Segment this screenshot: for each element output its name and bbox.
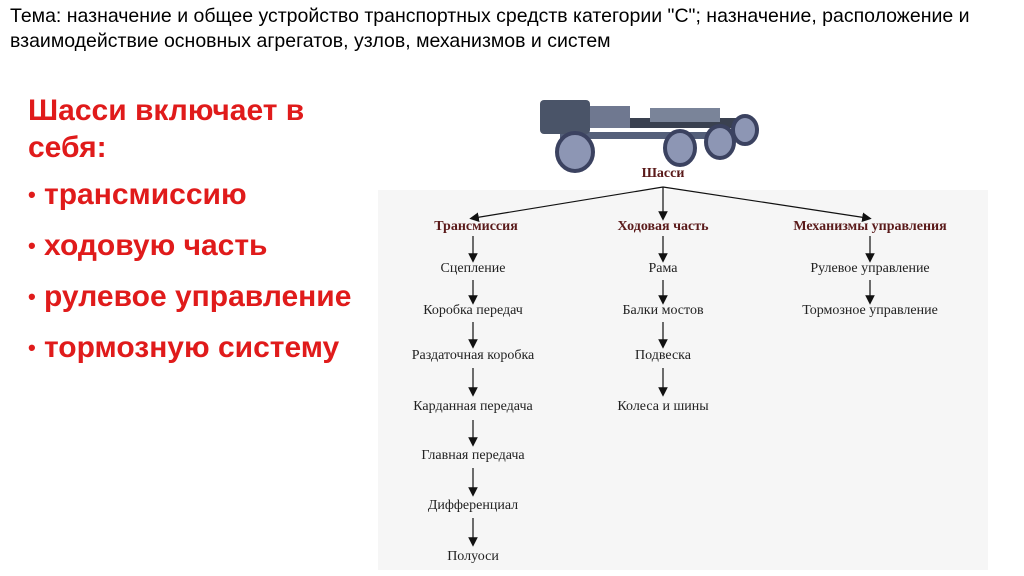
diagram-background [378, 190, 988, 570]
running-gear-item: Колеса и шины [617, 399, 709, 414]
bullet-item: • рулевое управление [28, 278, 358, 315]
branch-transmission: Трансмиссия [434, 219, 518, 234]
bullet-text: трансмиссию [44, 178, 247, 211]
diagram-root-chassis: Шасси [641, 166, 685, 181]
bullet-icon: • [28, 233, 36, 258]
bullet-icon: • [28, 182, 36, 207]
control-mechanism-item: Тормозное управление [802, 303, 938, 318]
bullet-item: • трансмиссию [28, 176, 358, 213]
transmission-item: Полуоси [447, 549, 499, 564]
bullet-icon: • [28, 284, 36, 309]
branch-running-gear: Ходовая часть [617, 219, 709, 234]
bullet-item: • ходовую часть [28, 227, 358, 264]
slide-title: Тема: назначение и общее устройство тран… [10, 5, 970, 52]
transmission-item: Карданная передача [413, 399, 533, 414]
running-gear-item: Подвеска [635, 348, 691, 363]
running-gear-item: Рама [648, 261, 678, 276]
bullet-text: ходовую часть [44, 229, 268, 262]
bullet-icon: • [28, 335, 36, 360]
transmission-item: Коробка передач [423, 303, 523, 318]
chassis-bullet-list: • трансмиссию • ходовую часть • рулевое упр… [28, 176, 358, 366]
bullet-item: • тормозную систему [28, 329, 358, 366]
branch-control-mechanisms: Механизмы управления [793, 219, 947, 234]
transmission-item: Дифференциал [427, 498, 519, 513]
running-gear-item: Балки мостов [622, 303, 704, 318]
transmission-item: Сцепление [440, 261, 506, 276]
transmission-item: Главная передача [421, 448, 525, 463]
truck-chassis-image [540, 100, 759, 173]
control-mechanism-item: Рулевое управление [810, 261, 930, 276]
chassis-intro: Шасси включает в себя: [28, 94, 305, 164]
chassis-summary: Шасси включает в себя: • трансмиссию • ход… [28, 92, 358, 380]
bullet-text: тормозную систему [44, 331, 340, 364]
transmission-item: Раздаточная коробка [411, 348, 535, 363]
bullet-text: рулевое управление [44, 280, 352, 313]
